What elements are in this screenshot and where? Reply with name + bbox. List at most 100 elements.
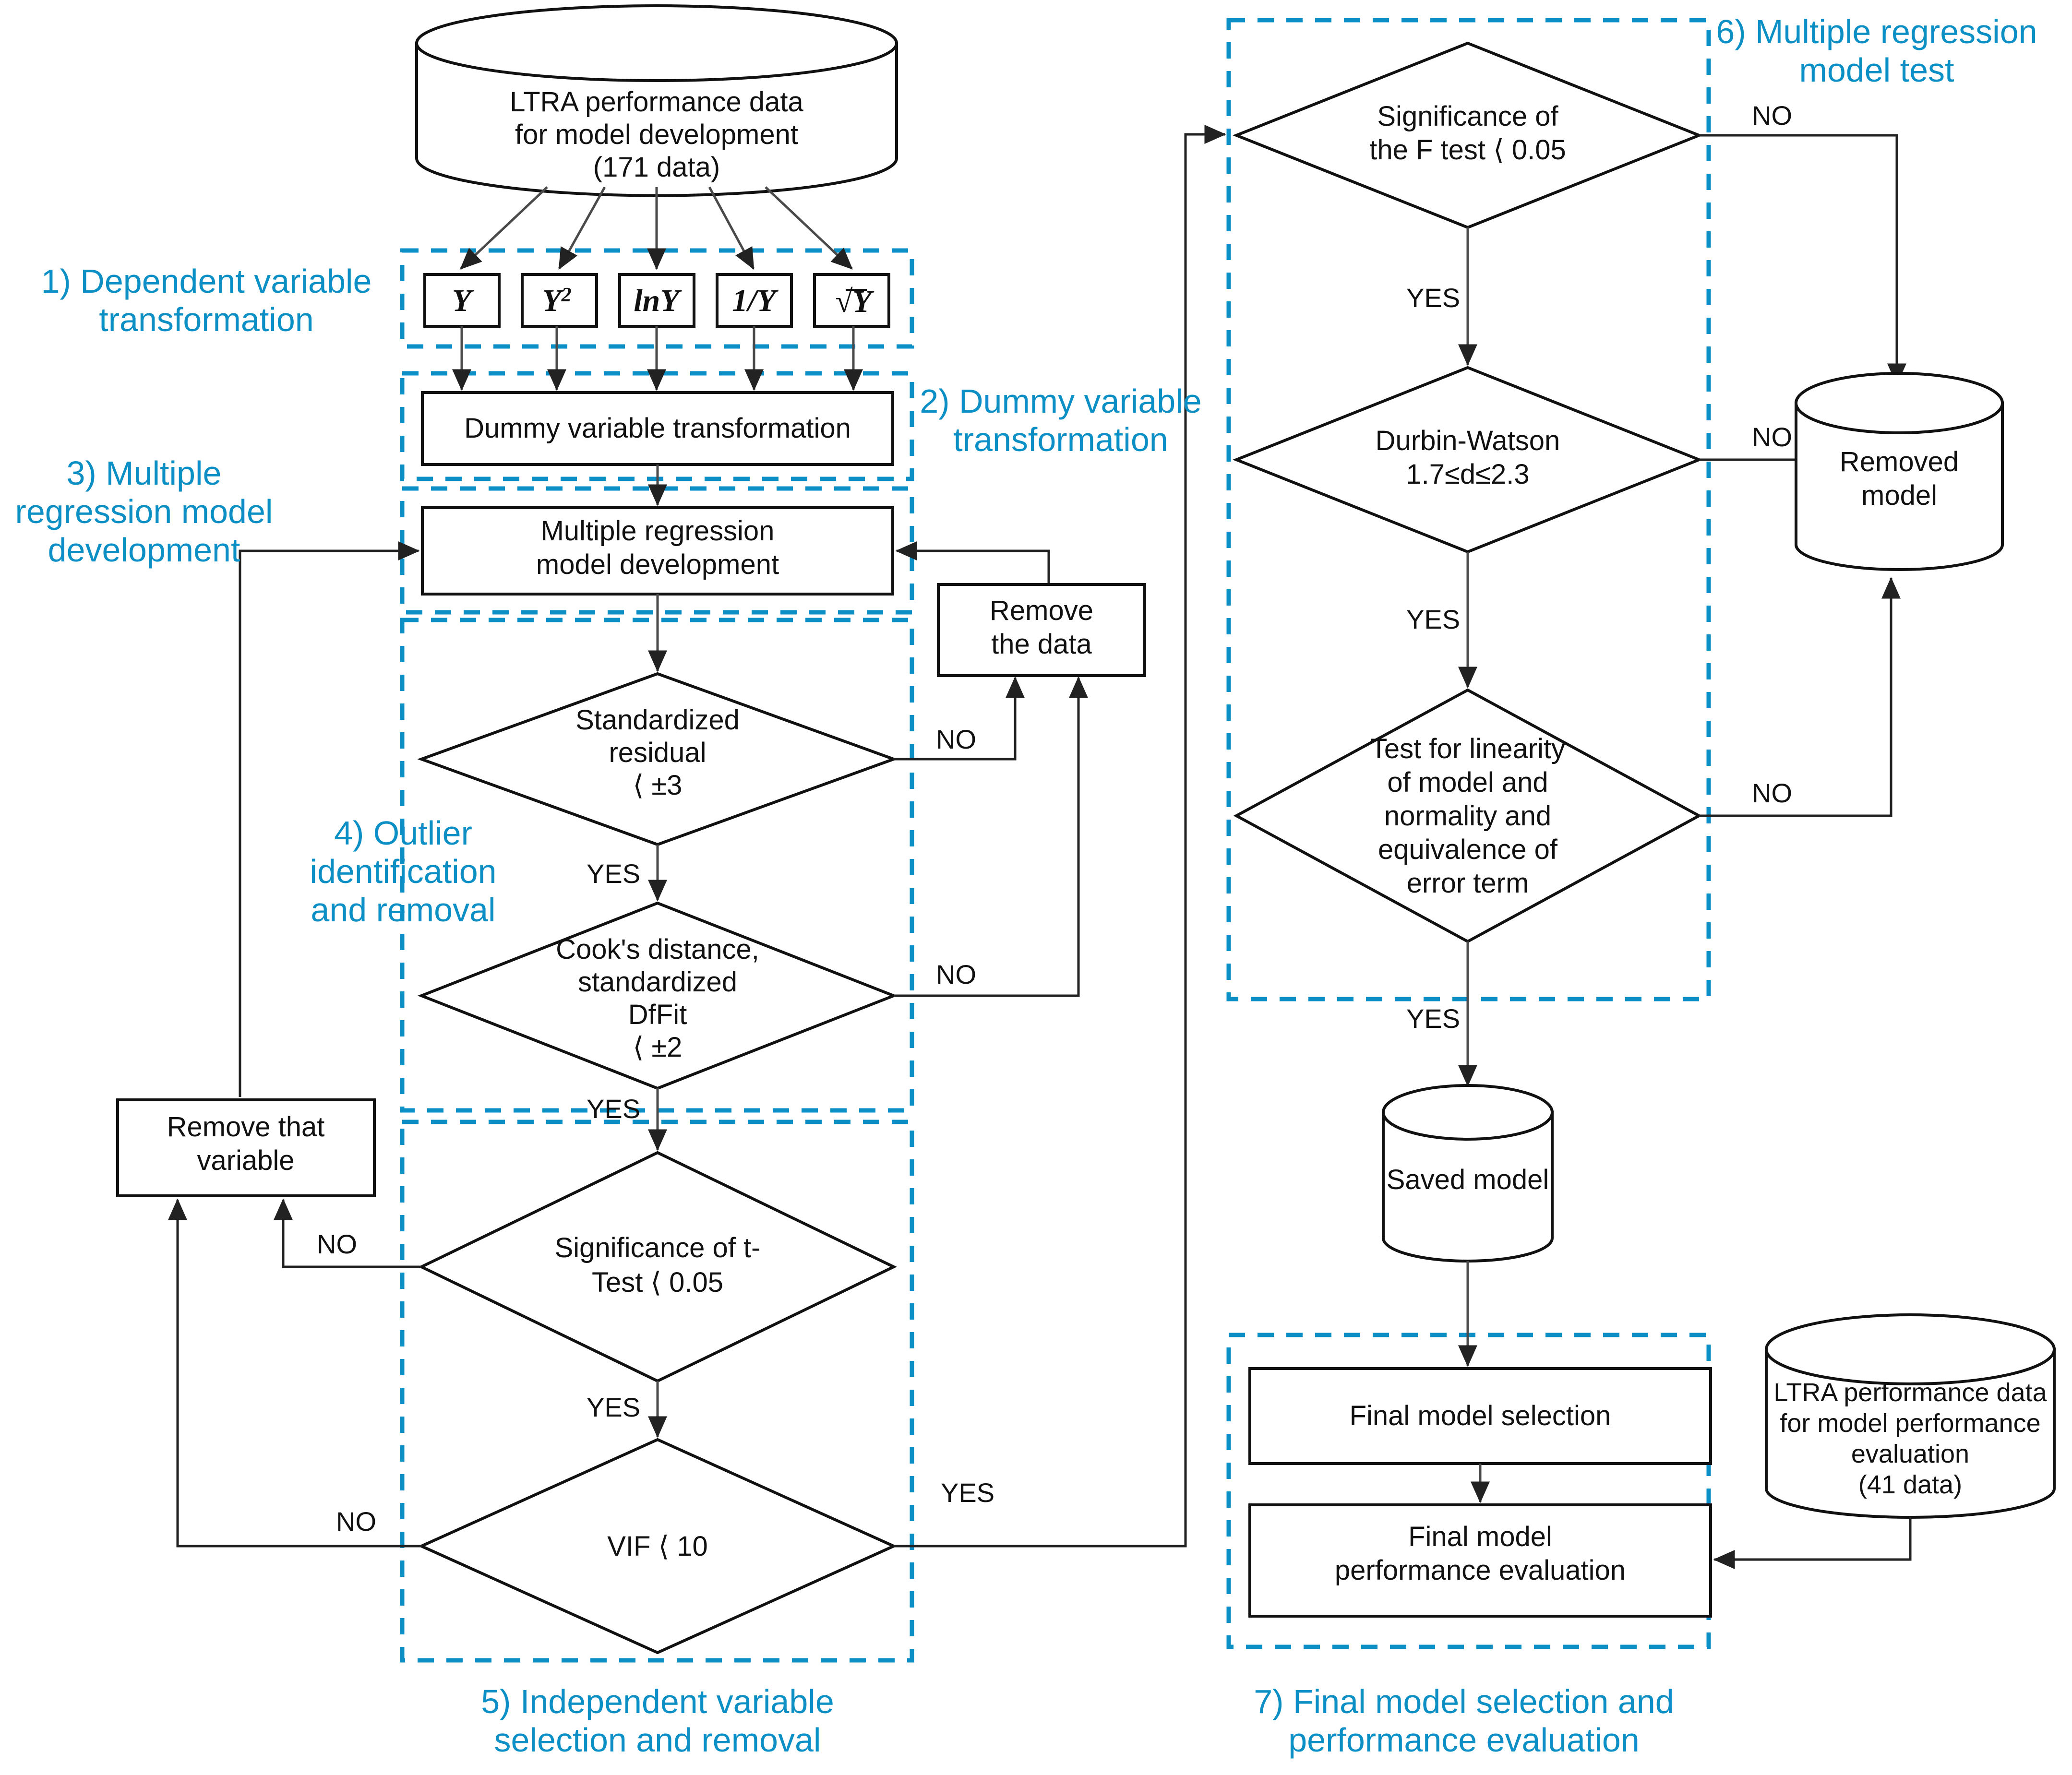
group-label-3: 3) Multiple regression model development	[15, 454, 273, 569]
edge-vif-no	[168, 1198, 421, 1548]
f-test-line2: the F test ⟨ 0.05	[1369, 134, 1566, 166]
edge-vif-yes	[894, 125, 1226, 1548]
std-residual-line1: Standardized	[575, 704, 740, 736]
linearity-line1: Test for linearity	[1370, 733, 1565, 764]
edge-f-test-no	[1699, 134, 1906, 385]
node-durbin-watson: Durbin-Watson 1.7≤d≤2.3	[1232, 366, 1703, 554]
cooks-line1: Cook's distance,	[556, 934, 759, 965]
group-label-5-line2: selection and removal	[494, 1721, 821, 1759]
edge-label-no-f-test: NO	[1752, 100, 1792, 131]
edge-removevar-to-mrmodel	[239, 541, 420, 1097]
linearity-line5: error term	[1407, 868, 1529, 899]
edge-label-no-cooks: NO	[936, 959, 976, 989]
edge-source-to-tf1	[460, 186, 548, 270]
f-test-line1: Significance of	[1377, 101, 1558, 132]
group-label-4-line1: 4) Outlier	[334, 814, 472, 852]
group-box-5	[400, 1120, 914, 1663]
edge-label-yes-std-residual: YES	[587, 858, 640, 889]
group-label-6-line1: 6) Multiple regression	[1716, 13, 2037, 50]
eval-db-line4: (41 data)	[1858, 1470, 1962, 1499]
node-remove-data: Remove the data	[937, 583, 1146, 677]
durbin-line2: 1.7≤d≤2.3	[1406, 459, 1529, 490]
t-test-line1: Significance of t-	[555, 1232, 761, 1263]
node-final-eval: Final model performance evaluation	[1248, 1503, 1712, 1618]
edge-linearity-no	[1699, 577, 1901, 817]
edge-removedata-to-mrmodel	[895, 541, 1050, 590]
node-transform-lny: lnY	[618, 273, 695, 328]
transform-lny-label: lnY	[634, 283, 682, 318]
edge-source-to-tf5	[765, 186, 853, 270]
node-removed-model: Removed model	[1795, 372, 2004, 571]
mr-model-dev-line1: Multiple regression	[541, 515, 775, 547]
edge-label-yes-cooks: YES	[587, 1094, 640, 1124]
edge-label-no-durbin: NO	[1752, 422, 1792, 452]
group-box-4	[400, 618, 914, 1113]
remove-variable-line2: variable	[197, 1145, 294, 1176]
edge-t-test-no	[274, 1198, 421, 1268]
edge-source-to-tf4	[708, 186, 755, 270]
node-vif: VIF ⟨ 10	[418, 1438, 898, 1655]
group-label-1-line2: transformation	[99, 301, 313, 338]
linearity-line3: normality and	[1384, 800, 1551, 832]
remove-data-line2: the data	[991, 629, 1092, 660]
mr-model-dev-line2: model development	[536, 549, 779, 580]
node-f-test: Significance of the F test ⟨ 0.05	[1232, 41, 1703, 229]
source-db-line2: for model development	[515, 119, 798, 150]
t-test-line2: Test ⟨ 0.05	[592, 1267, 723, 1298]
group-label-2: 2) Dummy variable transformation	[920, 382, 1201, 458]
final-eval-line1: Final model	[1408, 1521, 1552, 1552]
std-residual-line3: ⟨ ±3	[633, 770, 683, 801]
saved-model-label: Saved model	[1387, 1164, 1549, 1195]
removed-model-line2: model	[1861, 480, 1937, 511]
edge-label-no-vif: NO	[336, 1506, 376, 1537]
group-label-6: 6) Multiple regression model test	[1716, 13, 2037, 89]
edge-stdresidual-no	[894, 676, 1025, 761]
final-eval-line2: performance evaluation	[1335, 1555, 1626, 1586]
edge-label-yes-durbin: YES	[1406, 604, 1460, 634]
cooks-line4: ⟨ ±2	[633, 1032, 683, 1063]
node-transform-1y: 1/Y	[716, 273, 793, 328]
node-source-db: LTRA performance data for model developm…	[415, 4, 898, 197]
edge-label-yes-linearity: YES	[1406, 1003, 1460, 1034]
group-label-5: 5) Independent variable selection and re…	[481, 1683, 834, 1759]
eval-db-line1: LTRA performance data	[1773, 1378, 2047, 1407]
node-t-test: Significance of t- Test ⟨ 0.05	[418, 1151, 897, 1383]
node-remove-variable: Remove that variable	[116, 1098, 376, 1197]
durbin-line1: Durbin-Watson	[1376, 425, 1560, 456]
group-label-1: 1) Dependent variable transformation	[41, 262, 372, 338]
node-linearity-test: Test for linearity of model and normalit…	[1233, 688, 1702, 943]
edge-evaldb-to-finaleval	[1713, 1517, 1912, 1569]
node-transform-sqrty: √Y	[813, 273, 890, 328]
remove-variable-line1: Remove that	[167, 1111, 325, 1143]
edge-label-no-linearity: NO	[1752, 778, 1792, 808]
node-eval-db: LTRA performance data for model performa…	[1765, 1313, 2056, 1519]
cooks-line2: standardized	[578, 966, 737, 998]
edge-label-yes-f-test: YES	[1406, 283, 1460, 313]
group-label-5-line1: 5) Independent variable	[481, 1683, 834, 1720]
transform-y-label: Y	[452, 283, 474, 318]
node-transform-y: Y	[423, 273, 501, 328]
node-mr-model-dev: Multiple regression model development	[421, 506, 894, 596]
group-label-1-line1: 1) Dependent variable	[41, 262, 372, 300]
group-label-4-line3: and removal	[311, 891, 495, 929]
group-label-4-line2: identification	[310, 853, 496, 890]
eval-db-line2: for model performance	[1780, 1409, 2040, 1438]
node-transform-y2: Y2	[521, 273, 598, 328]
source-db-line3: (171 data)	[593, 152, 720, 183]
edge-source-to-tf2	[558, 186, 606, 270]
edge-label-no-t-test: NO	[317, 1229, 357, 1259]
node-cooks-distance: Cook's distance, standardized DfFit ⟨ ±2	[417, 901, 898, 1090]
linearity-line4: equivalence of	[1378, 834, 1558, 865]
transform-1y-label: 1/Y	[732, 283, 778, 318]
node-final-selection: Final model selection	[1248, 1367, 1712, 1465]
group-label-4: 4) Outlier identification and removal	[310, 814, 496, 929]
eval-db-line3: evaluation	[1851, 1440, 1969, 1468]
group-label-2-line1: 2) Dummy variable	[920, 382, 1201, 420]
linearity-line2: of model and	[1387, 767, 1548, 798]
group-label-7: 7) Final model selection and performance…	[1254, 1683, 1674, 1759]
removed-model-line1: Removed	[1840, 446, 1959, 477]
dummy-transform-label: Dummy variable transformation	[464, 413, 851, 444]
group-label-3-line3: development	[48, 531, 240, 569]
